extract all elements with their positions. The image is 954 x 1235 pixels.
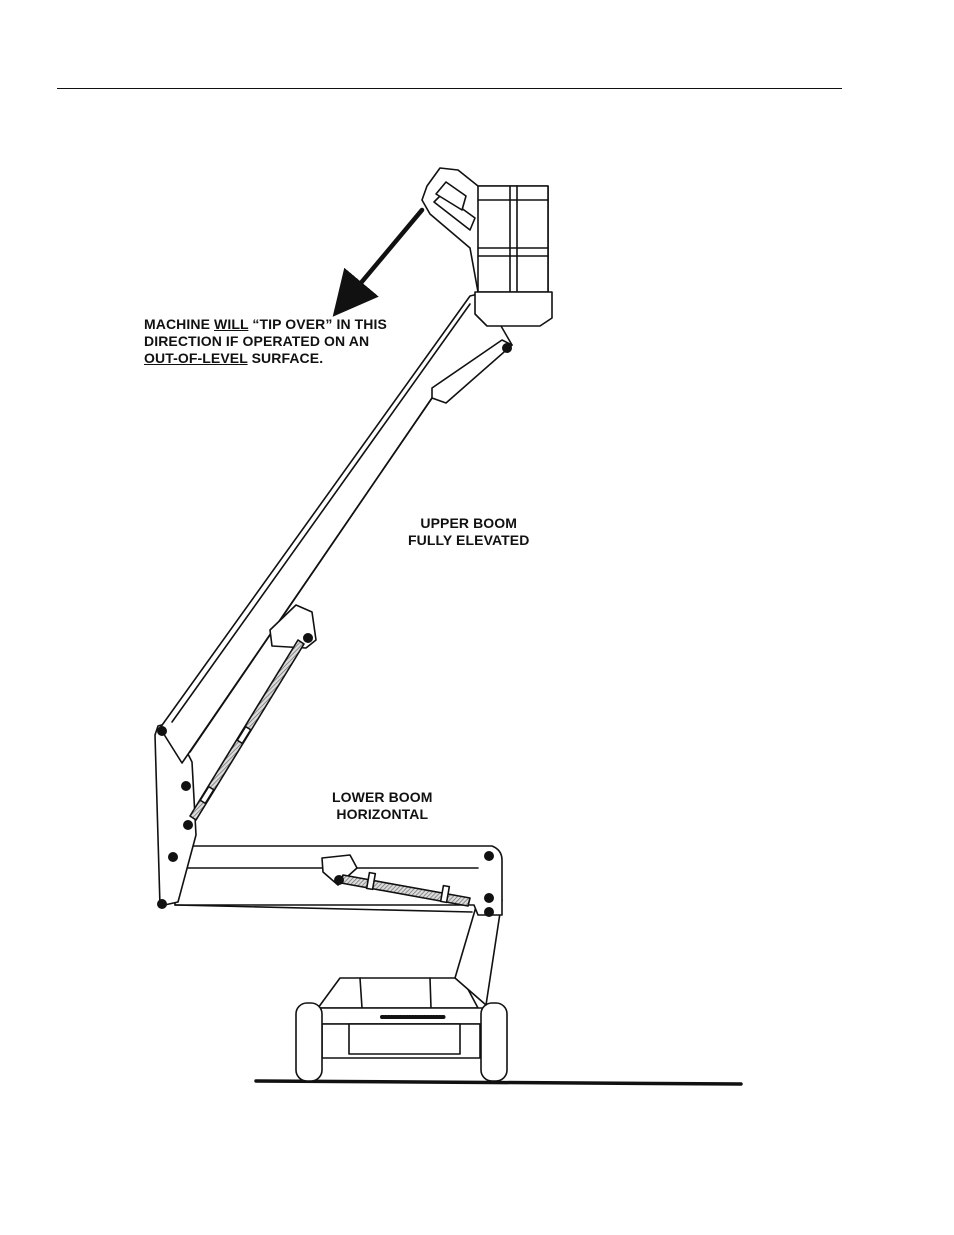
lower-boom-cylinder — [321, 854, 471, 907]
header-rule — [57, 88, 842, 89]
arrow-down-left-icon — [332, 207, 425, 317]
ground-line — [254, 1079, 743, 1086]
emphasis-out-of-level: OUT-OF-LEVEL — [144, 350, 248, 366]
platform-basket — [421, 167, 553, 327]
upper-boom-label: UPPER BOOM FULLY ELEVATED — [408, 515, 530, 548]
tip-over-warning-label: MACHINE WILL “TIP OVER” IN THIS DIRECTIO… — [144, 316, 387, 367]
emphasis-will: WILL — [214, 316, 249, 332]
chassis — [314, 977, 486, 1059]
wheels — [295, 1002, 508, 1082]
warning-line-3: OUT-OF-LEVEL SURFACE. — [144, 350, 324, 366]
warning-line-1: MACHINE WILL “TIP OVER” IN THIS — [144, 316, 387, 332]
upper-boom — [159, 292, 513, 764]
lower-boom-label: LOWER BOOM HORIZONTAL — [332, 789, 433, 822]
warning-line-2: DIRECTION IF OPERATED ON AN — [144, 333, 370, 349]
pivot-pins — [157, 343, 512, 917]
